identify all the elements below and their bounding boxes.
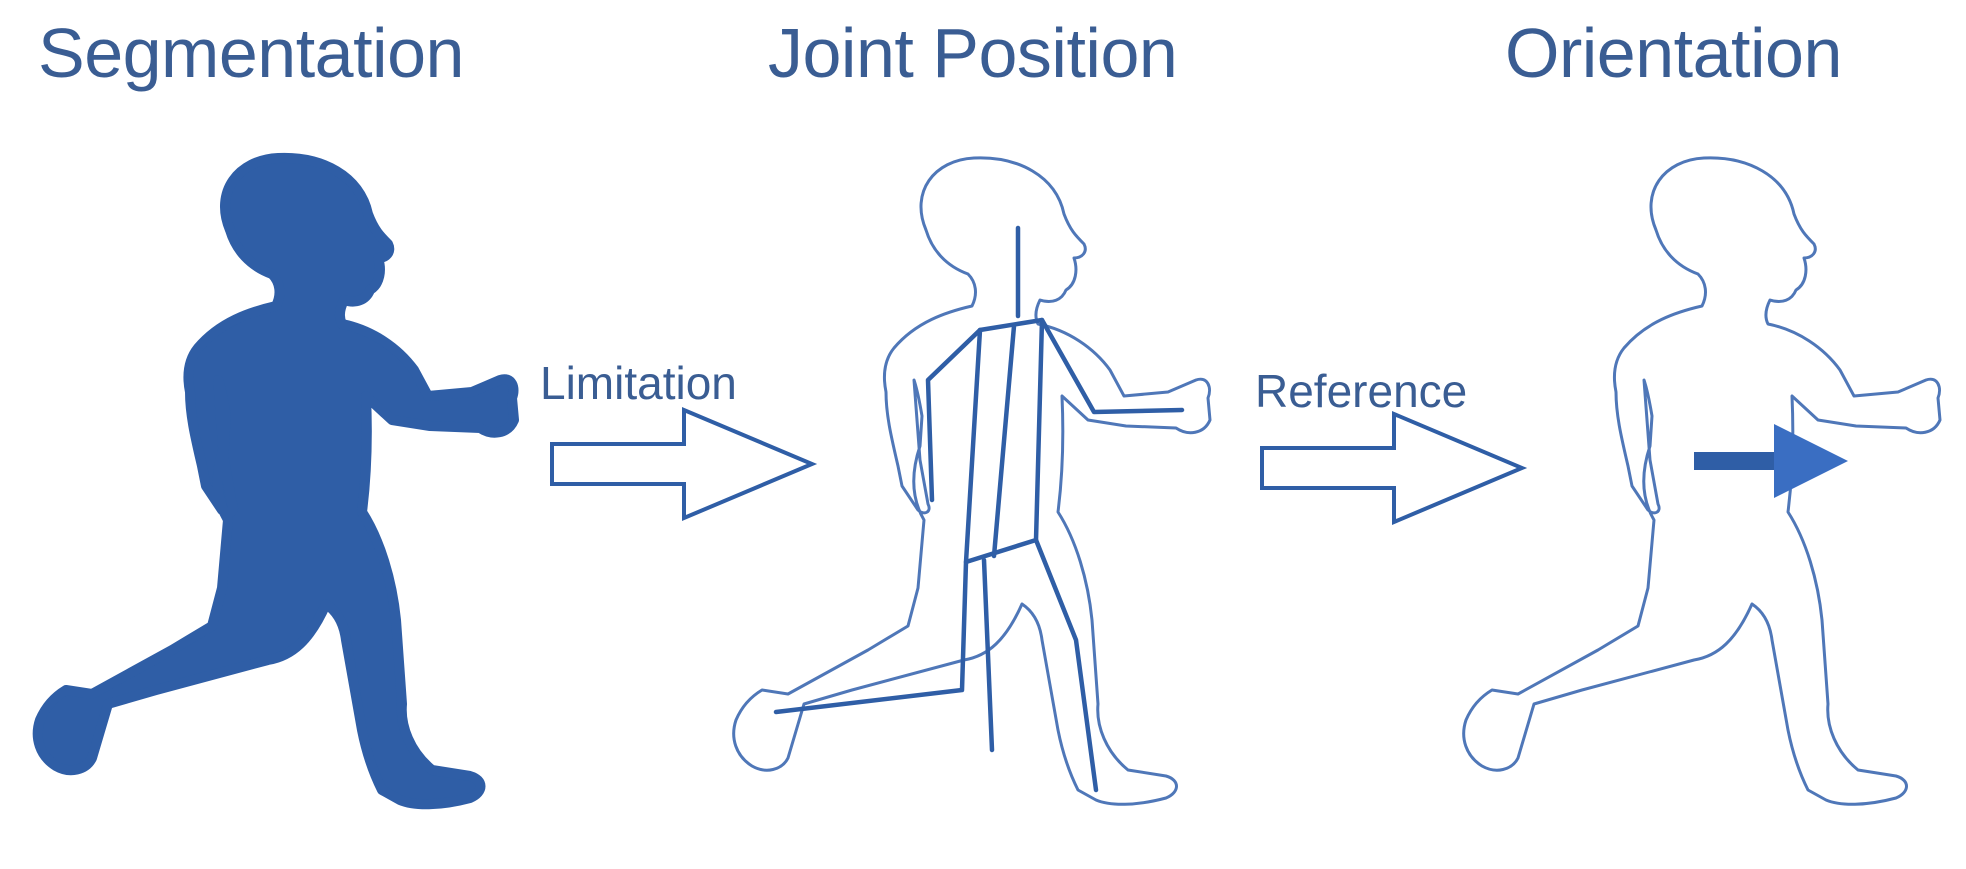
stage-title-orientation: Orientation: [1505, 14, 1842, 92]
stage-title-joint-position: Joint Position: [768, 14, 1178, 92]
stage-title-segmentation: Segmentation: [38, 14, 464, 92]
transition-label-reference: Reference: [1255, 365, 1468, 417]
runner-skeleton-icon: [732, 156, 1212, 806]
runner-silhouette-icon: [38, 158, 514, 804]
orientation-solid-arrow-icon: [1694, 424, 1848, 498]
limitation-hollow-arrow-icon: [550, 408, 814, 520]
transition-label-limitation: Limitation: [540, 357, 737, 409]
runner-outline-icon: [1462, 156, 1942, 806]
reference-hollow-arrow-icon: [1260, 412, 1524, 524]
